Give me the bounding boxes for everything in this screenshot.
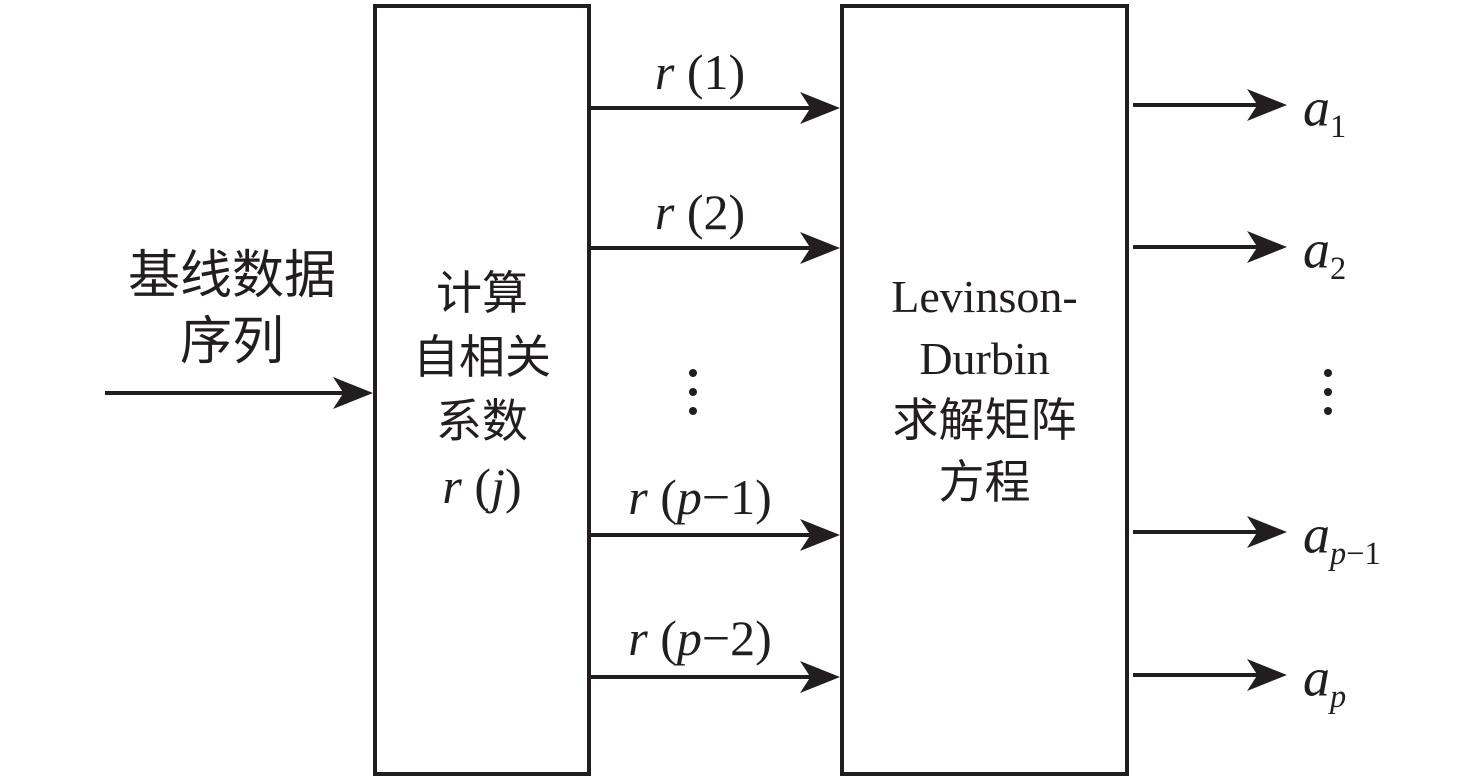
- r1-arrow: [591, 92, 840, 124]
- a2-arrow: [1133, 231, 1287, 263]
- ap1-label: ap−1: [1303, 504, 1381, 572]
- levinson-box-line3: 求解矩阵: [892, 395, 1077, 446]
- autocorrelation-box-line1: 计算: [436, 268, 528, 319]
- input-sequence-line2: 序列: [179, 314, 284, 371]
- input-arrow-shaft: [105, 391, 345, 395]
- levinson-box-line4: 方程: [938, 457, 1031, 508]
- r1-label: r (1): [654, 44, 746, 100]
- ellipsis-dot: [1324, 369, 1332, 377]
- autocorrelation-box-line2: 自相关: [413, 332, 551, 383]
- levinson-durbin-box: Levinson- Durbin 求解矩阵 方程: [840, 4, 1129, 776]
- ap1-arrow: [1133, 516, 1287, 548]
- input-sequence-label: 基线数据 序列: [40, 244, 424, 376]
- a1-arrow: [1133, 89, 1287, 121]
- rp2-label: r (p−2): [628, 610, 772, 666]
- r-ellipsis: [689, 369, 697, 415]
- ellipsis-dot: [689, 388, 697, 396]
- levinson-box-line2: Durbin: [919, 333, 1050, 384]
- ellipsis-dot: [1324, 388, 1332, 396]
- autocorrelation-box: 计算 自相关 系数 r (j): [373, 4, 591, 776]
- input-arrow: [105, 377, 373, 409]
- a1-label: a1: [1303, 77, 1347, 145]
- ellipsis-dot: [689, 407, 697, 415]
- rp2-arrow: [591, 661, 840, 693]
- input-sequence-line1: 基线数据: [127, 248, 336, 305]
- rp1-label: r (p−1): [628, 469, 772, 525]
- ap-label: ap: [1303, 647, 1347, 715]
- levinson-box-line1: Levinson-: [891, 271, 1078, 322]
- r2-arrow: [591, 232, 840, 264]
- a-ellipsis: [1324, 369, 1332, 415]
- ellipsis-dot: [689, 369, 697, 377]
- ellipsis-dot: [1324, 407, 1332, 415]
- a2-label: a2: [1303, 219, 1347, 287]
- autocorrelation-formula: r (j): [442, 458, 522, 514]
- autocorrelation-box-line3: 系数: [436, 396, 528, 447]
- r2-label: r (2): [654, 184, 746, 240]
- ap-arrow: [1133, 659, 1287, 691]
- rp1-arrow: [591, 519, 840, 551]
